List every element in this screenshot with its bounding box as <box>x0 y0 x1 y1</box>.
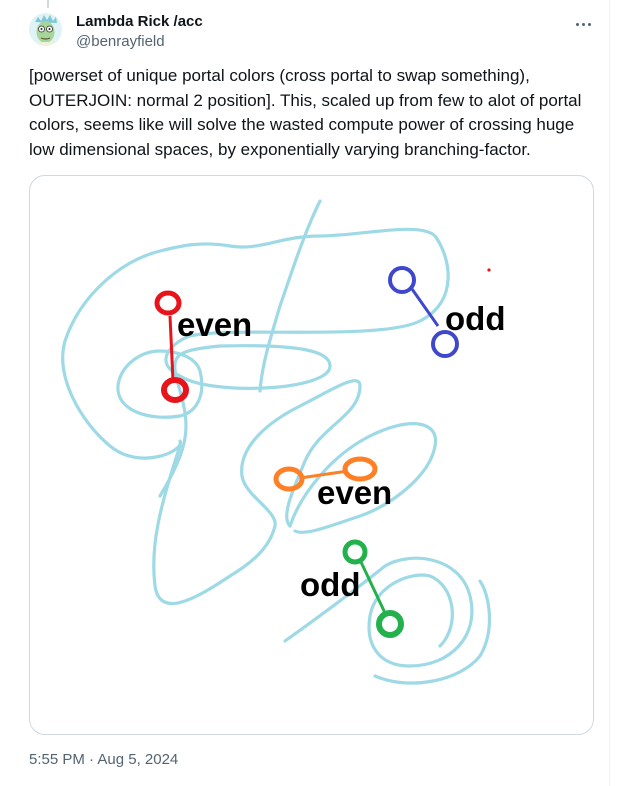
curve-bottom-loop <box>283 556 474 668</box>
curve-inner-swirl <box>116 349 204 419</box>
orange-portal-left <box>273 466 305 492</box>
portal-pair-orange: even <box>273 456 392 511</box>
author-block: Lambda Rick /acc @benrayfield <box>76 12 203 51</box>
portal-pair-red: even <box>154 290 252 403</box>
red-portal-bottom <box>161 377 189 403</box>
more-dots-icon[interactable] <box>571 14 595 34</box>
portal-pair-green: odd <box>300 539 404 638</box>
portal-drawing: even odd even odd <box>61 199 505 685</box>
red-dot <box>487 268 491 272</box>
curve-lower-swirl <box>152 379 362 606</box>
orange-label: even <box>317 474 392 511</box>
green-portal-top <box>342 539 368 565</box>
curve-strokes <box>61 199 491 685</box>
post-timestamp[interactable]: 5:55 PM · Aug 5, 2024 <box>29 751 179 768</box>
curve-bottom-tail <box>373 579 491 685</box>
curve-outer-loop <box>61 227 450 498</box>
avatar-cartoon-face-icon <box>29 13 62 46</box>
green-portal-bottom <box>376 610 404 638</box>
red-label: even <box>177 306 252 343</box>
red-link-line <box>168 315 175 382</box>
curve-right-leaf <box>288 422 438 534</box>
blue-label: odd <box>445 300 505 337</box>
orange-portal-right <box>342 456 378 482</box>
orange-link-line <box>299 469 349 480</box>
author-handle[interactable]: @benrayfield <box>76 33 165 50</box>
red-portal-top <box>154 290 182 316</box>
avatar[interactable] <box>29 13 62 46</box>
green-link-line <box>359 561 387 614</box>
curve-diagonal <box>258 199 322 393</box>
more-dot <box>575 22 579 26</box>
post-image[interactable]: even odd even odd <box>29 175 594 735</box>
post-text: [powerset of unique portal colors (cross… <box>29 66 582 159</box>
green-label: odd <box>300 566 360 603</box>
thread-connector-line <box>47 0 49 8</box>
author-display-name[interactable]: Lambda Rick /acc <box>76 13 203 30</box>
blue-portal-top <box>388 266 416 294</box>
blue-link-line <box>410 288 440 327</box>
more-dot <box>581 22 585 26</box>
portal-pair-blue: odd <box>388 266 505 358</box>
blue-portal-bottom <box>431 330 459 358</box>
more-dot <box>587 22 591 26</box>
